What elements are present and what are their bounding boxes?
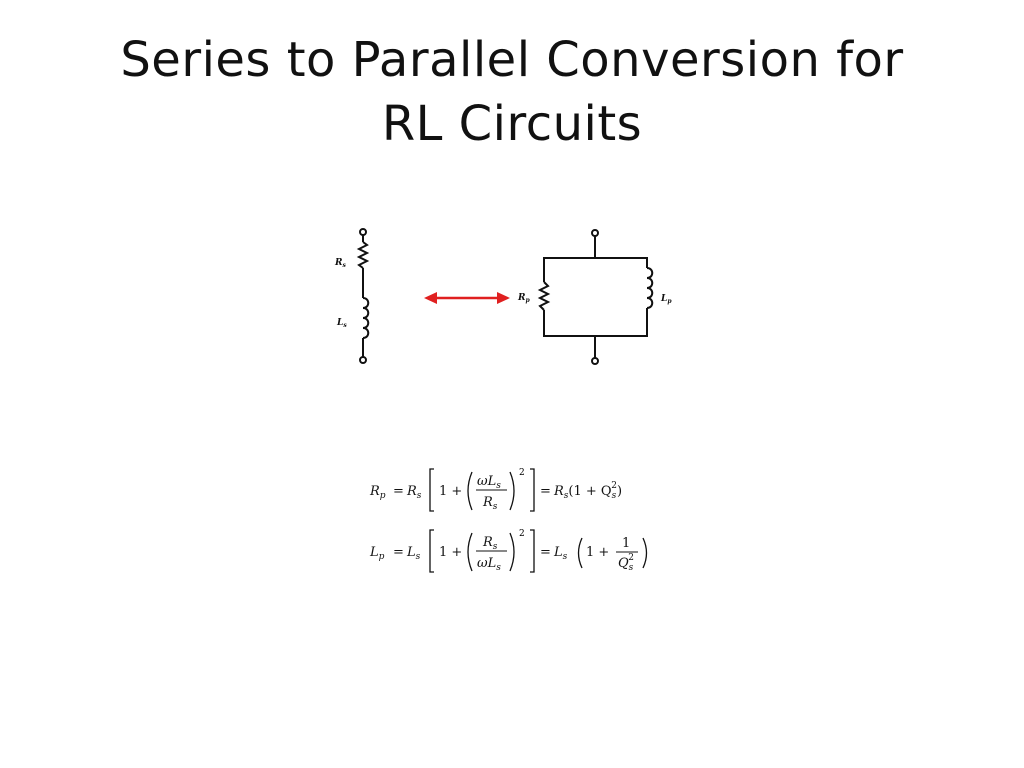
svg-text:1: 1 [622,536,630,551]
series-inductor [362,297,370,339]
title-line-2: RL Circuits [381,96,643,152]
equation-lp: Lp = Ls 1 + Rs ωLs 2 = Ls 1 + 1 Qs2 [369,529,648,573]
parallel-resistor-label: Rp [517,293,530,304]
svg-text:Rs: Rs [406,484,422,501]
title-line-1: Series to Parallel Conversion for [120,32,904,88]
svg-text:=: = [393,545,404,560]
svg-text:2: 2 [519,529,525,539]
svg-text:Rs: Rs [482,535,498,552]
svg-text:=: = [540,484,551,499]
circuit-diagram: Rs Ls Rp Lp [334,228,672,365]
parallel-circuit [537,229,654,365]
svg-text:Ls: Ls [553,545,568,562]
series-inductor-label: Ls [336,318,347,329]
conversion-equations: Rp = Rs 1 + ωLs Rs 2 = Rs(1 + Qs2) Lp = … [369,468,648,573]
svg-text:=: = [540,545,551,560]
series-resistor-label: Rs [334,258,346,269]
series-bottom-terminal [359,356,367,364]
parallel-resistor [537,281,551,311]
parallel-bottom-terminal [591,357,599,365]
svg-text:Qs2: Qs2 [618,553,634,573]
equation-rp: Rp = Rs 1 + ωLs Rs 2 = Rs(1 + Qs2) [369,468,622,512]
parallel-inductor-label: Lp [660,294,672,305]
conversion-arrow [424,292,510,304]
series-circuit [356,228,370,364]
svg-text:=: = [393,484,404,499]
svg-text:ωLs: ωLs [477,474,501,491]
parallel-inductor [646,267,654,309]
svg-text:1 +: 1 + [439,484,462,499]
parallel-top-terminal [591,229,599,237]
series-resistor [356,241,370,269]
series-top-terminal [359,228,367,236]
svg-text:1 +: 1 + [586,545,609,560]
svg-text:Rs(1 + Qs2): Rs(1 + Qs2) [553,481,622,501]
svg-text:Rp: Rp [369,484,386,501]
svg-text:1 +: 1 + [439,545,462,560]
slide-title: Series to Parallel Conversion for RL Cir… [40,28,984,156]
svg-text:Lp: Lp [369,545,385,562]
svg-text:Ls: Ls [406,545,421,562]
svg-text:ωLs: ωLs [477,556,501,573]
svg-text:Rs: Rs [482,495,498,512]
svg-text:2: 2 [519,468,525,478]
